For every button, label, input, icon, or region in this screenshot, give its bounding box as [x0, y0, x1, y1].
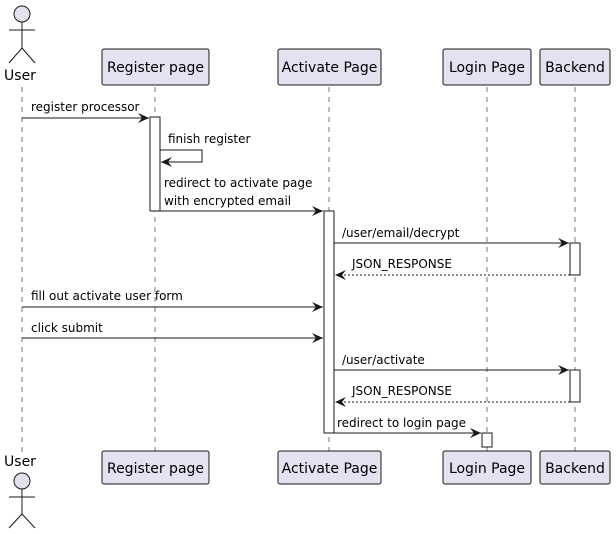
- message-label: /user/email/decrypt: [342, 226, 460, 240]
- participant-backend-bottom: Backend: [539, 450, 611, 485]
- message-self-arrow: [160, 149, 203, 167]
- message-register-processor: register processor: [22, 100, 149, 123]
- lifelines: [21, 87, 576, 456]
- message-label: redirect to login page: [337, 416, 466, 430]
- participant-label-backend-bottom: Backend: [545, 461, 605, 477]
- participant-label-login-bottom: Login Page: [449, 461, 525, 477]
- message-label: JSON_RESPONSE: [351, 384, 452, 398]
- participant-register-bottom: Register page: [101, 450, 210, 485]
- message-label: /user/activate: [342, 353, 425, 367]
- participant-label-activate-bottom: Activate Page: [282, 461, 378, 477]
- message-click-submit: click submit: [22, 321, 323, 343]
- participant-label-register-bottom: Register page: [107, 461, 204, 477]
- message-label-line-2: with encrypted email: [164, 194, 291, 208]
- participant-backend-top: Backend: [539, 48, 611, 86]
- message-label: JSON_RESPONSE: [351, 257, 452, 271]
- actor-user-bottom: User: [4, 454, 36, 529]
- actor-head-icon: [13, 472, 31, 490]
- message-label: register processor: [31, 100, 140, 114]
- participants-top: User Register page Activate Page Login P…: [4, 5, 611, 86]
- activation-activate: [323, 210, 335, 434]
- activation-backend-1: [569, 242, 581, 276]
- message-user-activate: /user/activate: [334, 353, 569, 375]
- message-label-line-1: redirect to activate page: [164, 176, 312, 190]
- participant-label-login-top: Login Page: [449, 60, 525, 76]
- message-json-response-1: JSON_RESPONSE: [335, 257, 570, 280]
- message-label: click submit: [31, 321, 103, 335]
- message-email-decrypt: /user/email/decrypt: [334, 226, 569, 248]
- participant-activate-top: Activate Page: [277, 48, 382, 86]
- message-redirect-activate: redirect to activate page with encrypted…: [160, 176, 323, 216]
- participant-login-top: Login Page: [442, 48, 532, 86]
- participant-label-backend-top: Backend: [545, 60, 605, 76]
- participant-activate-bottom: Activate Page: [277, 450, 382, 485]
- actor-user-top: User: [4, 5, 36, 84]
- message-label: finish register: [168, 132, 251, 146]
- activation-register: [149, 116, 161, 212]
- activations: [149, 116, 581, 448]
- message-json-response-2: JSON_RESPONSE: [335, 384, 570, 407]
- actor-head-icon: [13, 5, 31, 23]
- participants-bottom: User Register page Activate Page Login P…: [4, 450, 611, 529]
- activation-login: [481, 432, 493, 448]
- participant-label-activate-top: Activate Page: [282, 60, 378, 76]
- message-finish-register: finish register: [160, 132, 251, 167]
- message-redirect-login: redirect to login page: [334, 416, 481, 438]
- participant-login-bottom: Login Page: [442, 450, 532, 485]
- message-label: fill out activate user form: [31, 289, 183, 303]
- participant-register-top: Register page: [101, 48, 210, 86]
- messages: register processor finish register redir…: [22, 100, 570, 438]
- message-fill-form: fill out activate user form: [22, 289, 323, 312]
- actor-label-user-top: User: [4, 68, 36, 84]
- activation-backend-2: [569, 369, 581, 403]
- participant-label-register-top: Register page: [107, 60, 204, 76]
- actor-label-user-bottom: User: [4, 454, 36, 470]
